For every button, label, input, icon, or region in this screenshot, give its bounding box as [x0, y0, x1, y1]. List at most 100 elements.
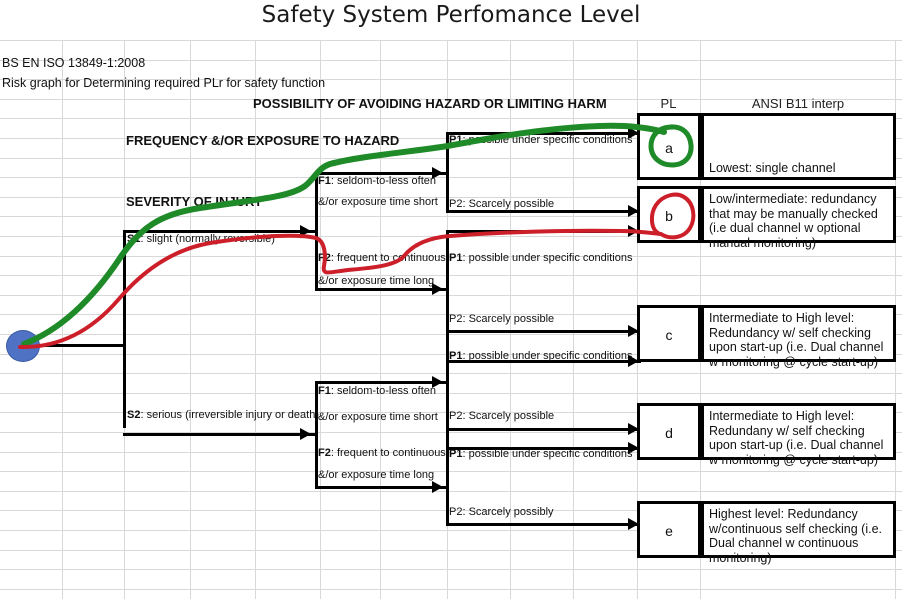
- severity-s1-label: S1: slight (normally reversible): [127, 233, 275, 245]
- s2-branch-line: [123, 433, 315, 436]
- page-title: Safety System Perfomance Level: [261, 2, 641, 28]
- frequency-text-2: : frequent to continuous: [330, 252, 446, 264]
- frequency-sub-1: &/or exposure time short: [318, 196, 438, 208]
- possibility-label-7: P1: possible under specific conditions: [449, 448, 632, 460]
- s1-f2-line: [315, 288, 447, 291]
- p1-outcome-line-2: [446, 230, 641, 233]
- header-pl: PL: [660, 96, 677, 111]
- p2-outcome-arrow-3: [628, 423, 639, 435]
- severity-s1-text: : slight (normally reversible): [140, 233, 275, 245]
- grid-row-line-24: [0, 510, 902, 511]
- possibility-label-5: P1: possible under specific conditions: [449, 350, 632, 362]
- possibility-key-1: P1: [449, 134, 463, 146]
- standard-reference: BS EN ISO 13849-1:2008: [2, 56, 146, 70]
- pl-box-e[interactable]: e: [637, 501, 701, 558]
- s2-frequency-split-vertical: [315, 381, 318, 489]
- grid-row-line-23: [0, 491, 902, 492]
- grid-row-line-2: [0, 79, 902, 80]
- s1-frequency-split-vertical: [315, 172, 318, 291]
- possibility-key-7: P1: [449, 448, 463, 460]
- ansi-text-a-wrap: Lowest: single channel: [709, 119, 889, 175]
- p2-outcome-line-4: [446, 523, 641, 526]
- frequency-sub-3: &/or exposure time short: [318, 411, 438, 423]
- pl-letter-d: d: [665, 425, 673, 441]
- s2-f2-arrow: [432, 481, 443, 493]
- ansi-text-d: Intermediate to High level: Redundany w/…: [709, 409, 884, 467]
- pl-box-d[interactable]: d: [637, 403, 701, 460]
- grid-row-line-18: [0, 393, 902, 394]
- grid-row-line-19: [0, 412, 902, 413]
- severity-s2-text: : serious (irreversible injury or death): [140, 409, 319, 421]
- possibility-text-3: : possible under specific conditions: [462, 252, 633, 264]
- severity-s2-key: S2: [127, 409, 141, 421]
- grid-row-line-4: [0, 118, 902, 119]
- p2-outcome-line-2: [446, 330, 641, 333]
- grid-row-line-26: [0, 550, 902, 551]
- frequency-text-3: : seldom-to-less often: [330, 385, 436, 397]
- possibility-label-1: P1: possible under specific conditions: [449, 134, 632, 146]
- grid-row-line-21: [0, 452, 902, 453]
- grid-row-line-22: [0, 471, 902, 472]
- frequency-text-4: : frequent to continuous: [330, 447, 446, 459]
- pl-letter-b: b: [665, 208, 673, 224]
- frequency-label-3: F1: seldom-to-less often: [318, 385, 436, 397]
- grid-row-line-27: [0, 569, 902, 570]
- frequency-sub-4: &/or exposure time long: [318, 469, 435, 481]
- standard-description: Risk graph for Determining required PLr …: [2, 76, 326, 90]
- grid-row-line-12: [0, 275, 902, 276]
- severity-split-vertical: [123, 230, 126, 428]
- possibility-text-5: : possible under specific conditions: [462, 350, 633, 362]
- s1-branch-arrow: [300, 225, 311, 237]
- pl-box-a[interactable]: a: [637, 113, 701, 180]
- grid-row-line-13: [0, 295, 902, 296]
- possibility-label-2: P2: Scarcely possible: [449, 198, 555, 210]
- s2-f2-line: [315, 486, 447, 489]
- grid-column-line-3: [255, 40, 256, 599]
- grid-column-line-0: [62, 40, 63, 599]
- p-split-vertical-3: [446, 330, 449, 431]
- possibility-key-5: P1: [449, 350, 463, 362]
- frequency-key-1: F1: [318, 175, 331, 187]
- ansi-box-e: Highest level: Redundancy w/continuous s…: [701, 501, 896, 565]
- pl-letter-e: e: [665, 523, 673, 539]
- grid-row-line-0: [0, 40, 902, 41]
- p2-outcome-line-1: [446, 210, 641, 213]
- s2-f1-line: [315, 381, 447, 384]
- p1-outcome-line-3: [446, 360, 641, 363]
- header-severity: SEVERITY OF INJURY: [126, 194, 263, 209]
- possibility-text-1: : possible under specific conditions: [462, 134, 633, 146]
- header-frequency: FREQUENCY &/OR EXPOSURE TO HAZARD: [126, 133, 400, 148]
- pl-box-c[interactable]: c: [637, 305, 701, 362]
- pl-letter-c: c: [665, 327, 673, 343]
- header-ansi: ANSI B11 interp: [751, 96, 845, 111]
- pl-box-b[interactable]: b: [637, 186, 701, 243]
- ansi-text-b: Low/intermediate: redundancy that may be…: [709, 192, 878, 250]
- grid-row-line-25: [0, 530, 902, 531]
- possibility-label-3: P1: possible under specific conditions: [449, 252, 632, 264]
- p1-outcome-arrow-3: [628, 355, 639, 367]
- p-split-vertical-4: [446, 428, 449, 523]
- grid-row-line-17: [0, 373, 902, 374]
- possibility-label-8: P2: Scarcely possibly: [449, 506, 554, 518]
- pl-letter-a: a: [665, 140, 673, 156]
- frequency-key-2: F2: [318, 252, 331, 264]
- ansi-text-e: Highest level: Redundancy w/continuous s…: [709, 507, 883, 565]
- severity-s2-label: S2: serious (irreversible injury or deat…: [127, 409, 319, 421]
- possibility-label-6: P2: Scarcely possible: [449, 410, 555, 422]
- ansi-box-d: Intermediate to High level: Redundany w/…: [701, 403, 896, 467]
- possibility-key-3: P1: [449, 252, 463, 264]
- s2-f1-arrow: [432, 376, 443, 388]
- grid-row-line-3: [0, 99, 902, 100]
- grid-row-line-1: [0, 60, 902, 61]
- frequency-text-1: : seldom-to-less often: [330, 175, 436, 187]
- ansi-text-c: Intermediate to High level: Redundancy w…: [709, 311, 884, 369]
- frequency-key-3: F1: [318, 385, 331, 397]
- start-node: [6, 330, 40, 362]
- grid-row-line-16: [0, 354, 902, 355]
- grid-column-line-8: [573, 40, 574, 599]
- ansi-box-b: Low/intermediate: redundancy that may be…: [701, 186, 896, 250]
- possibility-text-7: : possible under specific conditions: [462, 448, 633, 460]
- p2-outcome-arrow-4: [628, 518, 639, 530]
